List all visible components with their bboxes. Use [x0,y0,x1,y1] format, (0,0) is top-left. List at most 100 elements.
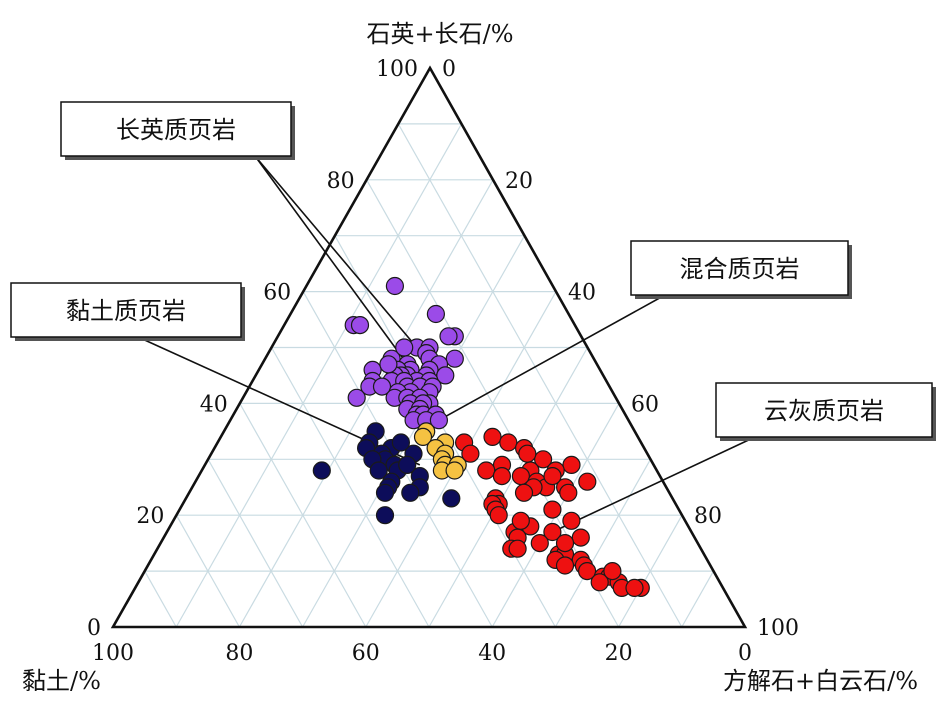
tick-label-clay: 20 [605,641,633,666]
data-point [391,433,410,452]
data-point [445,461,464,480]
tick-label-clay: 100 [92,641,134,666]
tick-label-carbonate: 100 [757,616,799,641]
callout-label: 云灰质页岩 [764,397,884,425]
data-point [385,276,404,296]
data-point [395,338,414,357]
data-point [379,355,398,374]
data-point [372,377,392,396]
data-point [492,467,511,486]
tick-label-clay: 60 [352,641,380,666]
grid-line [302,235,526,628]
callout-label: 黏土质页岩 [66,297,186,325]
data-point [518,444,537,463]
data-point [578,472,597,491]
callout-leader [254,155,418,349]
data-point [426,304,445,324]
triangle-outline [110,65,748,629]
top-axis-title: 石英+长石/% [367,20,514,48]
data-point [347,388,366,407]
callout-label: 混合质页岩 [680,255,800,283]
data-point [533,450,553,469]
tick-label-clay: 40 [478,641,506,666]
data-point [555,533,575,553]
left-axis-title: 黏土/% [22,667,101,695]
tick-label-carbonate: 20 [505,169,533,194]
callout-lines [137,155,756,533]
grid-line [681,570,715,628]
callout-box [60,101,292,157]
data-point [489,506,508,525]
data-point [530,533,549,553]
data-point [577,561,597,581]
grid-line [207,459,304,628]
data-point [413,427,433,446]
data-point [398,455,417,474]
right-axis-title: 方解石+白云石/% [723,667,918,695]
data-point [461,444,480,463]
data-point [483,427,502,446]
tick-label-carbonate: 40 [568,281,596,306]
tick-label-carbonate: 0 [442,57,456,82]
data-point [543,522,562,542]
grid-line [334,235,556,628]
data-point [571,528,590,547]
tick-label-quartz: 0 [87,616,101,641]
data-point [625,578,644,598]
data-point [562,455,581,474]
tick-label-quartz: 60 [263,281,291,306]
data-point [559,483,578,502]
data-point [375,506,395,525]
grid-line [144,570,177,628]
callout-leader [438,294,666,421]
data-point [429,411,448,430]
tick-label-carbonate: 60 [631,392,659,417]
callout-leader [254,155,408,365]
grid-line [554,459,652,628]
tick-label-clay: 0 [738,641,752,666]
grid-line [175,123,463,628]
data-point [401,483,420,502]
tick-label-quartz: 40 [200,392,228,417]
data-point [445,349,464,368]
callout-box [10,282,242,338]
data-point [603,561,622,581]
data-point [369,461,388,480]
grid-line [618,514,683,628]
data-point [511,511,530,530]
data-point [508,539,527,558]
grid-line [239,403,367,628]
data-point [562,511,581,530]
data-point [439,327,458,346]
data-point [312,461,331,480]
grid-line [428,347,589,628]
grid-line [397,123,683,628]
callout-label: 长英质页岩 [116,116,236,144]
callout-box [630,240,849,296]
callout-leader [552,436,756,533]
callout-box [715,382,933,438]
tick-label-quartz: 100 [376,57,418,82]
data-point [477,461,496,480]
tick-labels: 0 0 0 20 20 20 40 40 40 60 60 60 80 80 80 100 100 100 [87,57,799,666]
tick-label-quartz: 20 [136,504,164,529]
data-point [514,483,534,502]
data-point [590,573,609,592]
data-point [436,366,455,385]
tick-label-quartz: 80 [327,169,355,194]
tick-label-clay: 80 [225,641,253,666]
data-point [499,433,518,452]
grid-line [175,514,240,628]
grid-line [270,347,430,628]
data-point [442,489,461,508]
data-point [555,556,575,575]
triangle-frame [110,65,748,629]
data-point [543,467,562,486]
tick-label-carbonate: 80 [694,504,722,529]
data-point [375,483,395,502]
data-points [312,276,650,598]
data-point [350,316,370,335]
data-point [543,500,562,519]
